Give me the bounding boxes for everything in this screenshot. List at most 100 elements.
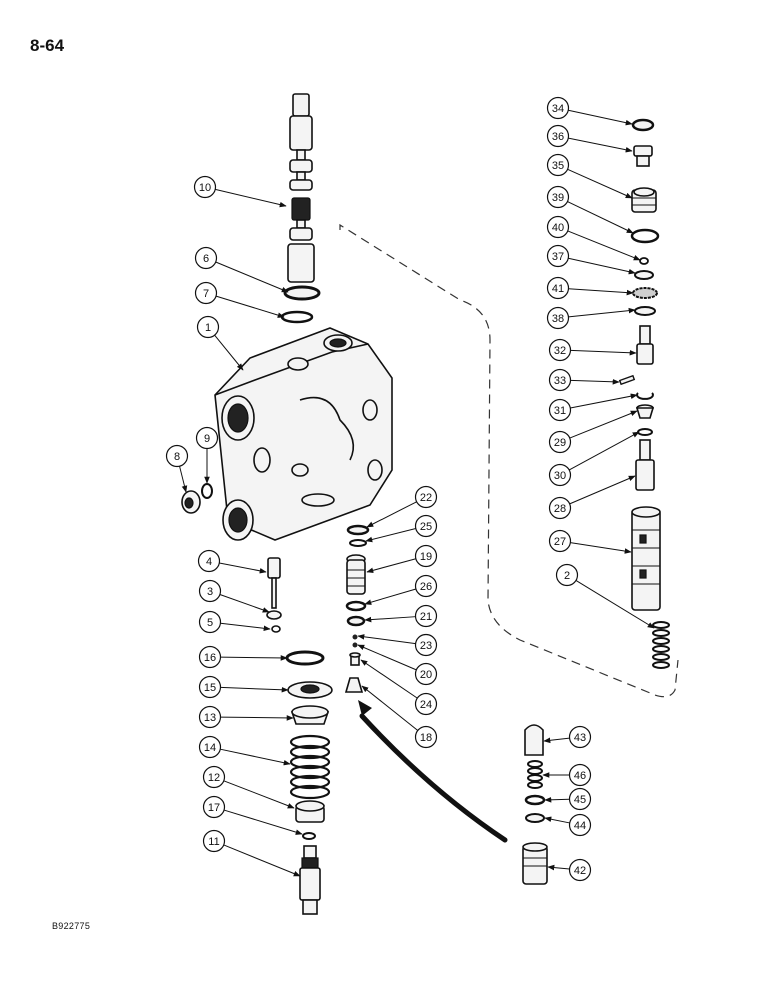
part-44-washer — [525, 813, 545, 823]
leader-line-12 — [223, 780, 295, 809]
callout-circle-4 — [197, 549, 221, 573]
callout-label-25: 25 — [420, 521, 432, 533]
part-29-cup — [635, 404, 655, 419]
leader-line-5 — [220, 622, 271, 632]
leader-line-17 — [223, 809, 303, 835]
callout-label-28: 28 — [554, 503, 566, 515]
leader-line-6 — [215, 261, 289, 293]
leader-line-25 — [365, 528, 416, 543]
leader-line-45 — [544, 797, 570, 803]
leader-line-15 — [220, 686, 289, 693]
leader-line-1 — [214, 334, 244, 371]
callout-circle-45 — [568, 787, 592, 811]
part-2-spring — [652, 621, 670, 669]
callout-16: 16 — [198, 645, 288, 669]
callout-39: 39 — [546, 185, 634, 234]
callout-circle-24 — [414, 692, 438, 716]
callout-label-33: 33 — [554, 375, 566, 387]
callout-label-12: 12 — [208, 772, 220, 784]
part-36-fitting — [633, 145, 653, 167]
callout-38: 38 — [546, 306, 636, 330]
callout-circle-13 — [198, 705, 222, 729]
callout-label-6: 6 — [203, 253, 209, 265]
callout-label-20: 20 — [420, 669, 432, 681]
leader-line-37 — [568, 257, 636, 275]
callout-circle-39 — [546, 185, 570, 209]
callout-45: 45 — [544, 787, 592, 811]
callout-label-39: 39 — [552, 192, 564, 204]
callout-4: 4 — [197, 549, 267, 574]
callout-14: 14 — [198, 735, 291, 766]
part-46-spring — [527, 760, 543, 789]
leader-line-38 — [568, 307, 636, 318]
callout-35: 35 — [546, 153, 633, 199]
callout-label-16: 16 — [204, 652, 216, 664]
part-30-ring — [637, 428, 653, 436]
leader-line-4 — [219, 562, 267, 574]
part-35-fitting — [631, 187, 657, 213]
callout-circle-12 — [202, 765, 226, 789]
callout-label-30: 30 — [554, 470, 566, 482]
part-28-stem — [635, 439, 655, 491]
callout-label-37: 37 — [552, 251, 564, 263]
callout-label-1: 1 — [205, 322, 211, 334]
leader-line-18 — [361, 685, 419, 731]
leader-line-30 — [568, 431, 640, 471]
part-22-ring — [346, 524, 370, 536]
callout-label-31: 31 — [554, 405, 566, 417]
part-45-oring — [524, 794, 546, 806]
callout-8: 8 — [165, 444, 189, 493]
callout-circle-44 — [568, 813, 592, 837]
leader-line-35 — [567, 168, 633, 199]
callout-10: 10 — [193, 175, 287, 208]
callout-circle-28 — [548, 496, 572, 520]
callout-label-42: 42 — [574, 865, 586, 877]
callout-label-35: 35 — [552, 160, 564, 172]
callout-33: 33 — [548, 368, 620, 392]
callout-circle-36 — [546, 124, 570, 148]
leader-line-10 — [215, 188, 287, 208]
leader-line-32 — [570, 349, 637, 356]
callout-label-3: 3 — [207, 586, 213, 598]
callout-41: 41 — [546, 276, 634, 300]
callout-label-34: 34 — [552, 103, 564, 115]
part-31-clip — [636, 392, 654, 400]
part-11-bolt — [299, 845, 321, 915]
leader-line-11 — [223, 844, 301, 877]
leader-line-39 — [567, 201, 634, 234]
callout-label-22: 22 — [420, 492, 432, 504]
callout-circle-6 — [194, 246, 218, 270]
reference-code: B922775 — [52, 921, 91, 931]
callout-25: 25 — [365, 514, 438, 543]
callout-circle-26 — [414, 574, 438, 598]
page-number: 8-64 — [30, 36, 65, 55]
leader-line-40 — [567, 230, 641, 261]
callout-label-36: 36 — [552, 131, 564, 143]
part-13-cup — [290, 705, 330, 725]
dashed-assembly-line — [339, 223, 679, 698]
callout-26: 26 — [364, 574, 438, 605]
leader-line-14 — [220, 748, 291, 766]
leader-line-13 — [220, 715, 294, 721]
leader-line-36 — [568, 137, 633, 153]
callout-32: 32 — [548, 338, 637, 362]
callout-18: 18 — [361, 685, 438, 749]
callout-label-19: 19 — [420, 551, 432, 563]
callout-circle-46 — [568, 763, 592, 787]
callout-19: 19 — [366, 544, 438, 574]
callout-circle-2 — [555, 563, 579, 587]
callout-21: 21 — [364, 604, 438, 628]
part-25-ring — [349, 539, 367, 547]
callout-29: 29 — [548, 410, 638, 454]
part-39-oring — [630, 228, 660, 244]
callout-label-10: 10 — [199, 182, 211, 194]
callout-20: 20 — [357, 644, 438, 686]
callout-circle-3 — [198, 579, 222, 603]
leader-line-33 — [570, 378, 620, 385]
callout-circle-17 — [202, 795, 226, 819]
callout-label-24: 24 — [420, 699, 432, 711]
leader-line-28 — [569, 475, 636, 505]
callout-label-15: 15 — [204, 682, 216, 694]
callout-circle-38 — [546, 306, 570, 330]
part-43-poppet — [524, 724, 544, 756]
